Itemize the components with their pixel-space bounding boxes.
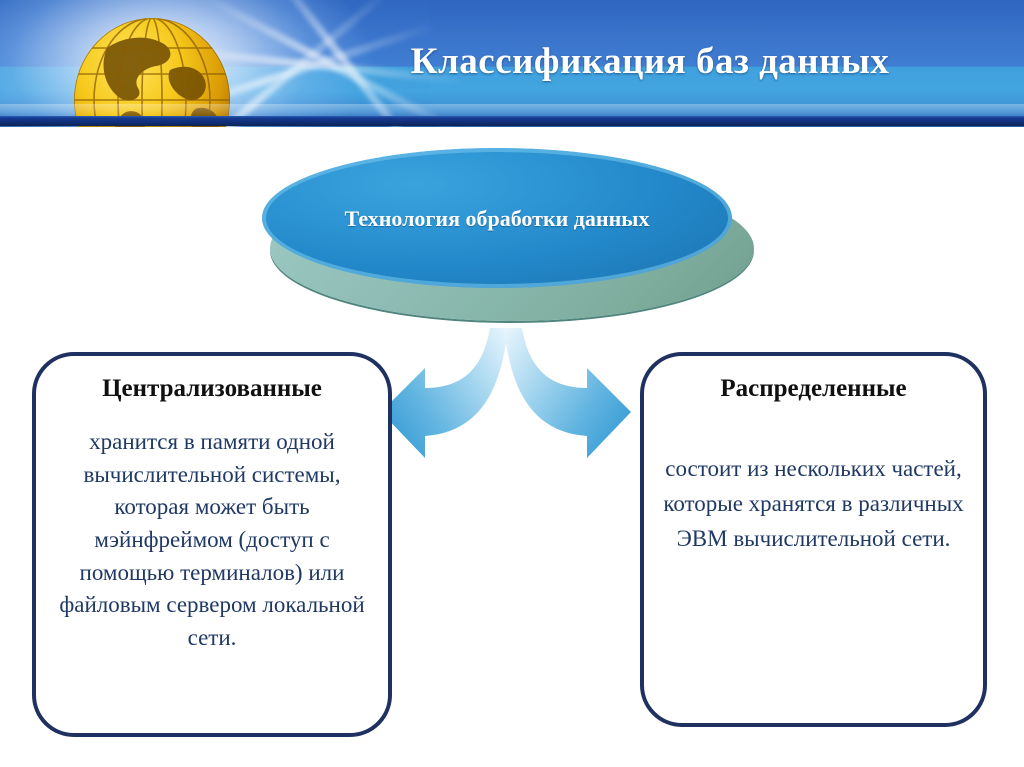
branch-card-centralized[interactable]: Централизованные хранится в памяти одной…	[32, 352, 392, 737]
ellipse-top: Технология обработки данных	[262, 148, 732, 288]
diagram-root-node[interactable]: Технология обработки данных	[262, 148, 762, 323]
root-node-label: Технология обработки данных	[344, 205, 650, 231]
header-sheen	[0, 104, 1024, 117]
branch-title: Распределенные	[720, 375, 907, 402]
arrow-left-icon	[381, 328, 508, 458]
branch-card-distributed[interactable]: Распределенные состоит из нескольких час…	[640, 352, 987, 727]
page-title: Классификация баз данных	[410, 41, 890, 82]
diagram-connectors	[381, 328, 631, 458]
branch-title: Централизованные	[102, 375, 322, 402]
slide-header: Классификация баз данных	[0, 0, 1024, 127]
header-accent-bar	[0, 116, 1024, 126]
arrow-right-icon	[504, 328, 631, 458]
branch-body: состоит из нескольких частей, которые хр…	[663, 456, 964, 551]
branch-body: хранится в памяти одной вычислительной с…	[59, 429, 365, 650]
